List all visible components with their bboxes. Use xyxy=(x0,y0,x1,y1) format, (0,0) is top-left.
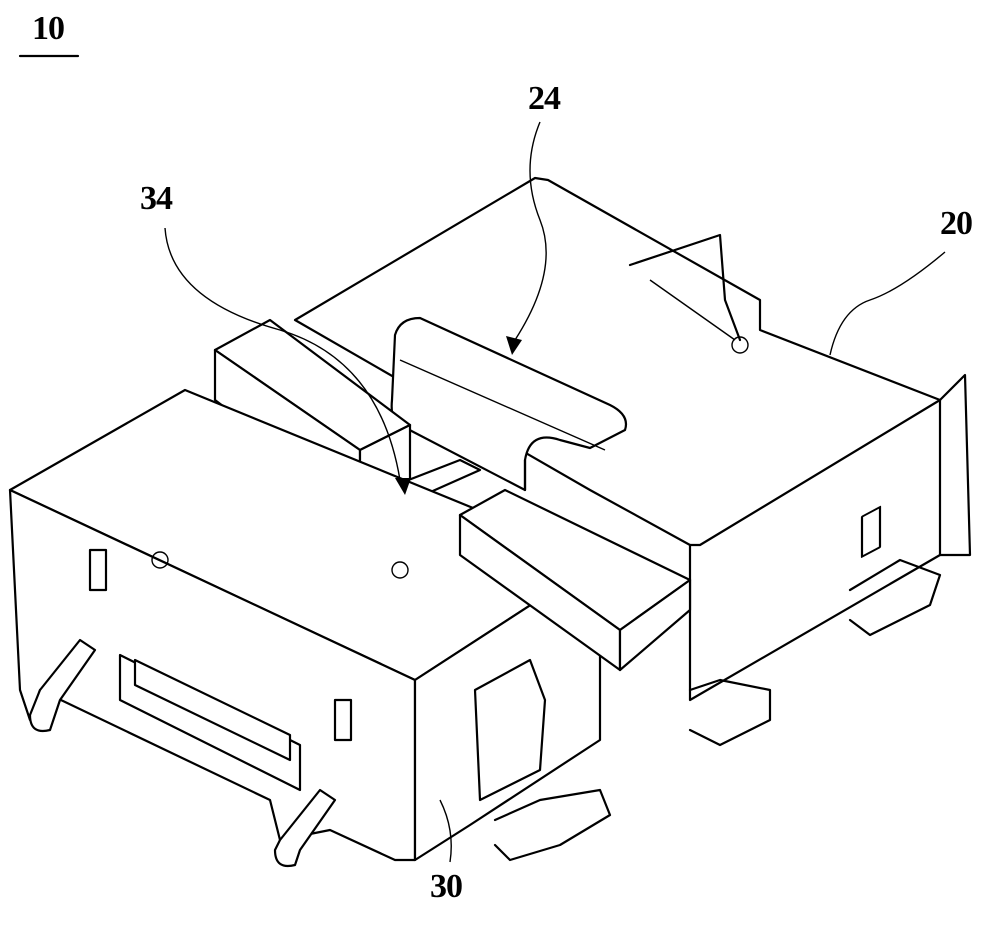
ref-numeral-24: 24 xyxy=(528,82,560,116)
ref-numeral-30: 30 xyxy=(430,870,462,904)
figure-label: 10 xyxy=(32,12,64,46)
ref-numeral-34: 34 xyxy=(140,182,172,216)
ref-numeral-20: 20 xyxy=(940,207,972,241)
